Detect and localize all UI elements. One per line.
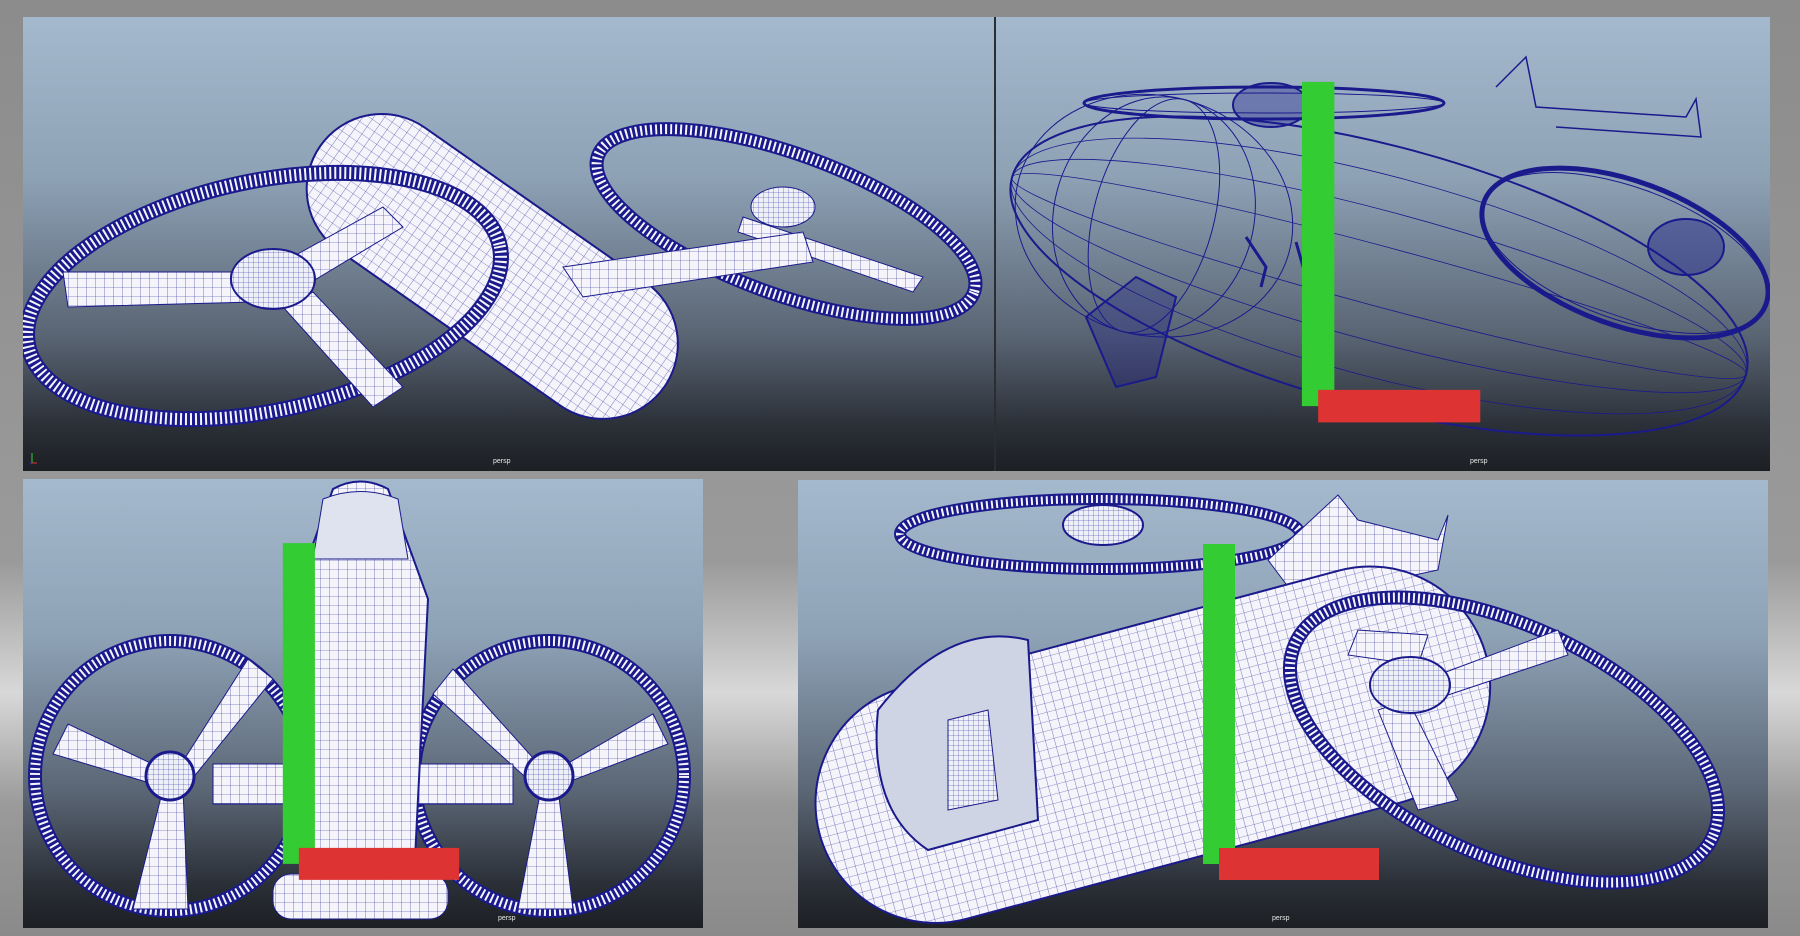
left-rotor-blade (62, 271, 254, 308)
right-rotor-ring (589, 122, 983, 326)
cockpit-seat (947, 709, 999, 811)
camera-label: persp (1272, 915, 1290, 922)
tail-wing (562, 231, 814, 298)
left-rotor-ring (23, 164, 509, 428)
tail-wing (1495, 55, 1702, 138)
viewport-divider (994, 17, 996, 471)
viewport-bottom-right[interactable]: persp (798, 480, 1768, 928)
right-rotor-hub (750, 186, 816, 228)
model-render (23, 113, 983, 428)
left-rotor-hub (230, 248, 316, 310)
cockpit-panel (312, 491, 409, 560)
camera-label: persp (1470, 458, 1488, 465)
right-rotor (407, 634, 691, 918)
right-rotor-ring (1479, 165, 1770, 341)
axis-gizmo-icon (1203, 544, 1379, 880)
viewport-top-right[interactable]: persp (996, 17, 1770, 471)
cockpit-seat (1084, 275, 1178, 389)
camera-label: persp (498, 915, 516, 922)
axis-gizmo-icon (282, 543, 460, 880)
viewport-top-left[interactable]: persp (23, 17, 994, 471)
rotor-hub (1369, 656, 1451, 714)
camera-label: persp (493, 458, 511, 465)
model-render (814, 493, 1726, 924)
top-rotor (1082, 82, 1446, 128)
axis-gizmo-icon (29, 453, 37, 465)
axis-gizmo-icon (1301, 81, 1481, 423)
model-render (1009, 55, 1770, 437)
right-rotor-hub (1647, 218, 1725, 276)
viewport-bottom-left[interactable]: persp (23, 479, 703, 928)
fuselage-wire (1009, 93, 1749, 437)
